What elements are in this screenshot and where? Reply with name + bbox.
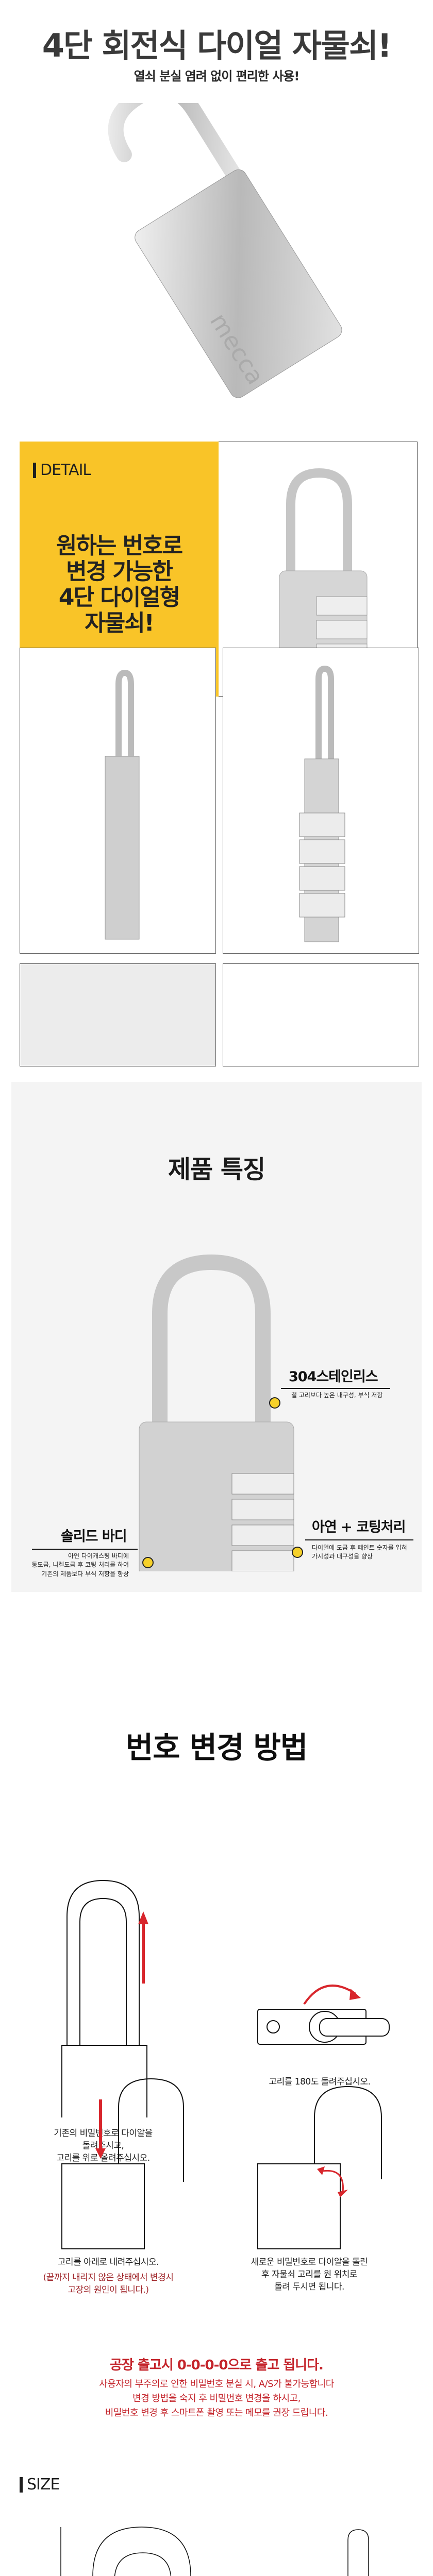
tag-bar-icon xyxy=(33,462,36,478)
padlock-feature-photo xyxy=(139,1254,294,1571)
size-tag-a: SIZE xyxy=(20,2476,60,2494)
detail-photo-dials xyxy=(223,648,419,954)
detail-photo-side xyxy=(20,648,216,954)
hero-title: 4단 회전식 다이얼 자물쇠! xyxy=(42,27,392,64)
size-drawing-a: 37 50 19 7 42 17 xyxy=(60,2527,369,2576)
tag-bar-icon xyxy=(20,2477,23,2493)
callout-dot-icon xyxy=(269,1397,280,1409)
step1-caption: 기존의 비밀번호로 다이알을 돌려주시고, 고리를 위로 올려주십시오. xyxy=(54,2128,153,2163)
callout-line xyxy=(305,1539,413,1540)
howto-title: 번호 변경 방법 xyxy=(125,1730,308,1765)
step2-caption: 고리를 180도 돌려주십시오. xyxy=(269,2077,371,2087)
step1-diagram xyxy=(61,1879,148,2117)
step3-caption: 고리를 아래로 내려주십시오. xyxy=(57,2257,159,2267)
detail-tag-label: DETAIL xyxy=(40,461,91,479)
factory-default-note: 사용자의 부주의로 인한 비밀번호 분실 시, A/S가 불가능합니다 변경 방… xyxy=(99,2379,334,2418)
step3-warning: (끝까지 내리지 않은 상태에서 변경시 고장의 원인이 됩니다.) xyxy=(43,2273,174,2295)
detail-photo-closeup-right xyxy=(223,963,419,1066)
detail-tag: DETAIL xyxy=(33,461,91,479)
callout-desc-zinc-coating: 다이얼에 도금 후 페인트 숫자를 입혀 가시성과 내구성을 향상 xyxy=(312,1544,407,1561)
padlock-hero-image: mecca xyxy=(108,103,342,398)
callout-title-zinc-coating: 아연 + 코팅처리 xyxy=(312,1519,406,1535)
detail-headline: 원하는 번호로 변경 가능한 4단 다이얼형 자물쇠! xyxy=(56,533,183,637)
callout-desc-solid-body: 아연 다이캐스팅 바디에 동도금, 니켈도금 후 코팅 처리를 하여 기존의 제… xyxy=(31,1552,129,1578)
padlock-dials-photo xyxy=(299,665,345,942)
callout-title-stainless: 304스테인리스 xyxy=(289,1369,378,1385)
step2-diagram xyxy=(257,1985,390,2045)
features-title: 제품 특징 xyxy=(168,1155,265,1184)
factory-default-title: 공장 출고시 0-0-0-0으로 출고 됩니다. xyxy=(110,2358,324,2373)
callout-dot-icon xyxy=(142,1557,154,1568)
hero-subtitle: 열쇠 분실 염려 없이 편리한 사용! xyxy=(134,69,300,83)
callout-line xyxy=(281,1388,390,1389)
callout-desc-stainless: 철 고리보다 높은 내구성, 부식 저항 xyxy=(291,1392,383,1399)
step4-caption: 새로운 비밀번호로 다이알을 돌린 후 자물쇠 고리를 원 위치로 돌려 두시면… xyxy=(251,2257,368,2292)
callout-dot-icon xyxy=(292,1547,303,1558)
step3-diagram xyxy=(61,2078,184,2249)
detail-photo-closeup-left xyxy=(20,963,216,1066)
callout-line xyxy=(32,1549,138,1550)
padlock-side-photo xyxy=(105,669,140,940)
callout-title-solid-body: 솔리드 바디 xyxy=(61,1529,127,1545)
step4-diagram xyxy=(257,2086,382,2249)
